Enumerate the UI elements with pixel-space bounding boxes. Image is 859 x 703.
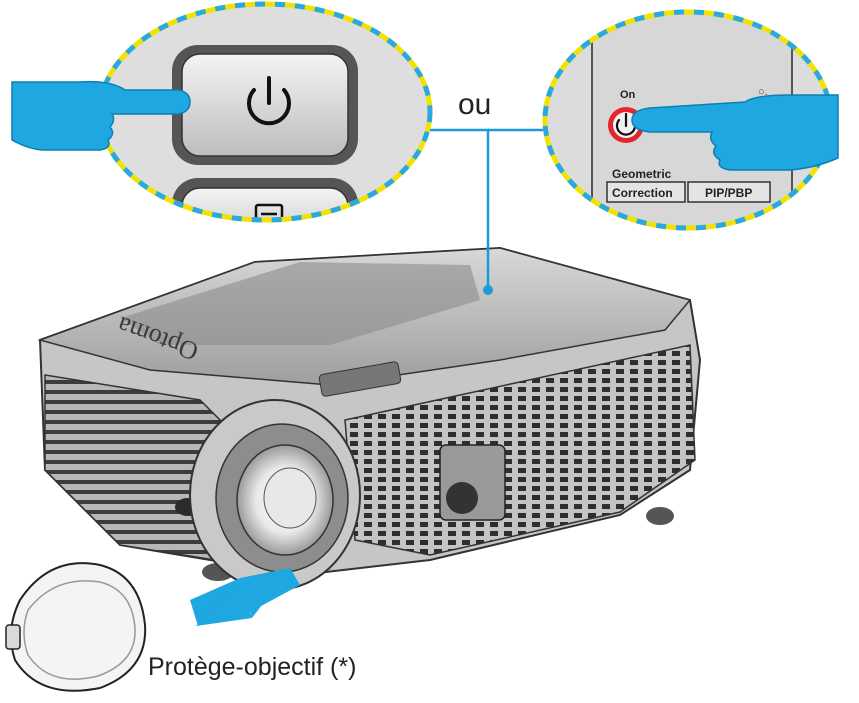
remote-correction-button[interactable]: Correction [612,186,673,200]
keypad-power-button[interactable] [172,45,358,165]
power-icon [247,76,291,126]
lens [189,399,361,591]
remote-on-label: On [620,89,636,101]
pointing-hand-icon [11,80,191,151]
arrow-icon [190,568,300,626]
lens-cap [5,562,147,692]
menu-icon [254,203,284,220]
remote-brightness-glyph: ○. [758,86,768,98]
remote-power-button[interactable] [608,107,644,143]
remote-geometric-label: Geometric [612,167,672,181]
connector-line [427,128,545,295]
lens-cap-label: Protège-objectif (*) [148,653,357,681]
pointing-hand-icon [631,94,839,171]
remote-pip-button[interactable]: PIP/PBP [705,186,752,200]
keypad-menu-button[interactable] [172,178,358,268]
or-label: ou [458,88,492,121]
projector: Optoma [37,246,702,591]
keypad-callout [97,1,433,268]
